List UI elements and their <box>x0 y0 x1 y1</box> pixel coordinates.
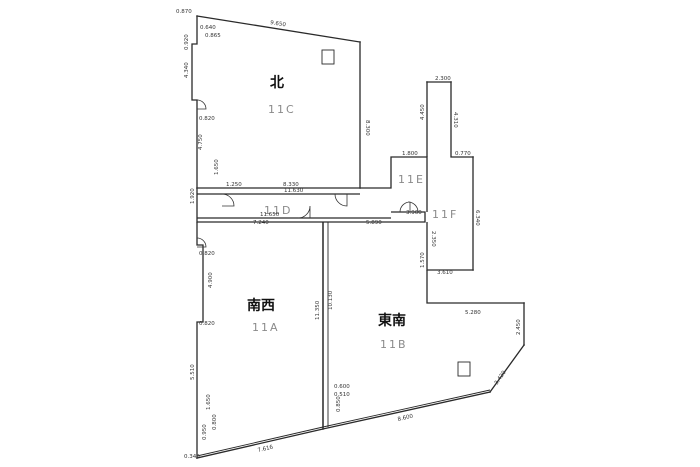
wall-11d <box>196 188 426 223</box>
door-icon-11d-bottom <box>297 205 311 219</box>
dim-left-h1: 1.250 <box>226 182 242 188</box>
dim-top-diag: 9.650 <box>270 20 287 28</box>
zone-north: 北 <box>270 75 284 91</box>
dim-left-v3: 4.750 <box>198 134 204 150</box>
dim-small2: 0.865 <box>205 33 221 39</box>
dim-b-right-v: 2.450 <box>516 319 522 335</box>
dim-small1: 0.640 <box>200 25 216 31</box>
dim-d-left: 1.920 <box>190 188 196 204</box>
wall-11f <box>426 81 474 271</box>
node-ticks <box>196 15 525 459</box>
dim-center-small2: 0.510 <box>334 392 350 398</box>
dim-d-bottom: 11.650 <box>260 212 280 218</box>
dim-tower-left: 4.450 <box>420 104 426 120</box>
dim-a-bottom-v2: 0.950 <box>202 424 208 440</box>
dim-a-bottom-v3: 0.800 <box>212 414 218 430</box>
door-icon-11c <box>196 99 207 110</box>
fixtures <box>196 49 471 377</box>
dim-center-small1: 0.600 <box>334 384 350 390</box>
room-11e: 11E <box>398 173 425 186</box>
dim-seg-7240: 7.240 <box>253 220 269 226</box>
room-11a: 11A <box>252 321 280 334</box>
room-11b: 11B <box>380 338 408 351</box>
dim-top-left: 0.870 <box>176 9 192 15</box>
dim-a-left-small: 0.820 <box>199 251 215 257</box>
dim-b-left-v: 1.570 <box>420 252 426 268</box>
dim-e-top: 1.800 <box>402 151 418 157</box>
wall-11e <box>360 156 428 212</box>
dim-a-left-v: 4.900 <box>208 272 214 288</box>
dim-a-left-v2: 5.510 <box>190 364 196 380</box>
walls <box>191 15 525 459</box>
dim-tower-right: 4.310 <box>452 112 458 128</box>
wall-bottom-inner <box>196 426 324 457</box>
dim-center-v2: 10.130 <box>328 290 334 310</box>
shaft-icon-11b <box>457 361 471 377</box>
dim-d-e-link: 3.960 <box>406 210 422 216</box>
dimensions: 0.870 9.650 0.640 0.865 0.920 4.340 0.82… <box>176 9 522 460</box>
dim-a-bottom-v1: 1.650 <box>206 394 212 410</box>
dim-tower-top: 2.300 <box>435 76 451 82</box>
dim-a-left-small2: 0.820 <box>199 321 215 327</box>
room-11c: 11C <box>268 103 296 116</box>
dim-d-mid: 11.630 <box>284 188 304 194</box>
dim-b-h-small: 2.350 <box>430 231 436 247</box>
dim-center-small3: 0.850 <box>336 396 342 412</box>
dim-corner: 0.340 <box>184 454 200 460</box>
dim-left-v4: 1.650 <box>214 159 220 175</box>
dim-b-right-diag: 3.420 <box>494 369 508 386</box>
dim-c-right: 8.300 <box>364 120 370 136</box>
dim-center-v1: 11.350 <box>315 300 321 320</box>
wall-bottom-inner2 <box>322 389 491 428</box>
wall-11a <box>196 222 324 459</box>
door-icon-11d-right <box>334 193 348 207</box>
dim-f-right: 6.340 <box>474 210 480 226</box>
dim-bottom-left: 7.616 <box>257 444 274 454</box>
door-icon-11e-2 <box>407 201 419 213</box>
dim-f-h: 3.610 <box>437 270 453 276</box>
room-11f: 11F <box>432 208 458 221</box>
dim-f-top: 0.770 <box>455 151 471 157</box>
zone-southwest: 南西 <box>247 297 275 314</box>
dim-left-landing: 0.820 <box>199 116 215 122</box>
zone-southeast: 東南 <box>378 312 406 329</box>
door-icon-11d-left <box>221 193 235 207</box>
door-icon-11a <box>196 237 207 248</box>
dim-left-v2: 4.340 <box>184 62 190 78</box>
dim-seg-5890: 5.890 <box>366 220 382 226</box>
dim-b-top: 5.280 <box>465 310 481 316</box>
shaft-icon-11c <box>321 49 335 65</box>
dim-d-top: 8.330 <box>283 182 299 188</box>
dim-bottom-diag: 8.600 <box>397 413 414 423</box>
room-11d: 11D <box>264 204 292 217</box>
dim-left-v1: 0.920 <box>184 34 190 50</box>
